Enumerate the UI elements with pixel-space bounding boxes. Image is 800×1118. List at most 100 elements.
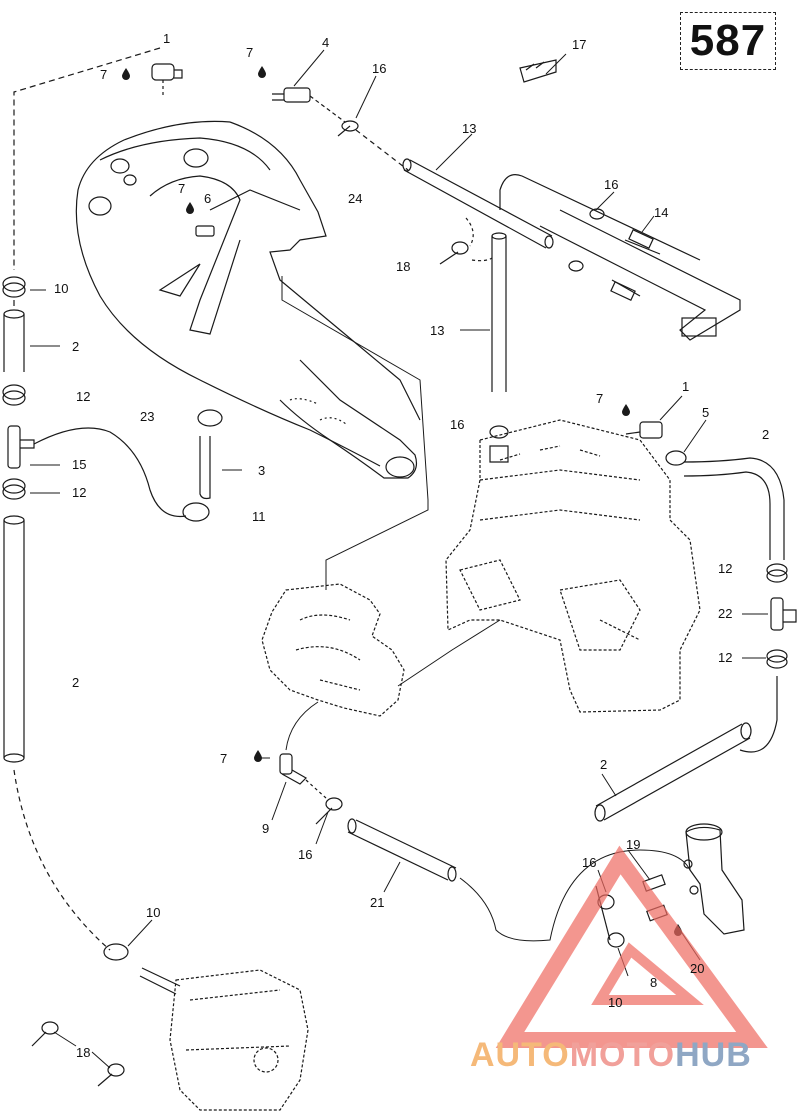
fitting-part-1-engine bbox=[625, 421, 663, 439]
callout-17: 17 bbox=[572, 37, 587, 52]
callout-16: 16 bbox=[450, 417, 465, 432]
callout-16: 16 bbox=[372, 61, 387, 76]
clamp-part-10-bottom bbox=[103, 943, 129, 961]
fitting-part-16-base bbox=[489, 445, 509, 463]
callout-2: 2 bbox=[762, 427, 770, 442]
tee-fitting bbox=[499, 174, 701, 261]
hose-part-2-long bbox=[3, 515, 25, 763]
hose-line-right bbox=[739, 676, 778, 753]
housing-part-24 bbox=[75, 120, 421, 479]
hose-part-3-inner bbox=[199, 436, 211, 500]
callout-11: 11 bbox=[252, 509, 266, 524]
clamp-part-12-right-b bbox=[766, 649, 788, 669]
callout-10: 10 bbox=[54, 281, 69, 296]
hose-part-3 bbox=[33, 427, 187, 518]
callout-8: 8 bbox=[650, 975, 658, 990]
guide-line bbox=[459, 849, 691, 942]
fitting-part-4 bbox=[272, 87, 311, 103]
callout-19: 19 bbox=[626, 837, 641, 852]
clamp-part-16-engine bbox=[489, 425, 509, 439]
pump-housing bbox=[261, 583, 405, 717]
guide-line bbox=[13, 47, 161, 270]
clamp-part-18-top bbox=[439, 217, 493, 265]
elbow-part-9 bbox=[279, 753, 307, 785]
callout-4: 4 bbox=[322, 35, 330, 50]
fitting-bottom bbox=[139, 967, 181, 995]
watermark-logo bbox=[495, 845, 768, 1048]
clamp-part-11 bbox=[182, 502, 210, 522]
guide-line bbox=[13, 769, 111, 951]
callout-7: 7 bbox=[246, 45, 254, 60]
hose-part-2-diagonal bbox=[594, 722, 752, 822]
callout-16: 16 bbox=[582, 855, 597, 870]
callout-10: 10 bbox=[608, 995, 623, 1010]
callout-5: 5 bbox=[702, 405, 710, 420]
engine-block bbox=[445, 419, 701, 713]
callout-14: 14 bbox=[654, 205, 669, 220]
callout-2: 2 bbox=[72, 675, 80, 690]
clamp-part-16-c bbox=[568, 260, 584, 272]
callout-18: 18 bbox=[76, 1045, 91, 1060]
hose-part-21 bbox=[347, 818, 457, 882]
clamp-part-16-mid-tail bbox=[315, 807, 333, 825]
hose-part-2-short bbox=[3, 309, 25, 372]
callout-16: 16 bbox=[298, 847, 313, 862]
watermark-part-auto: AUTO bbox=[470, 1036, 570, 1074]
guide-line bbox=[397, 619, 501, 687]
bracket-part-14 bbox=[539, 209, 741, 341]
guide-line bbox=[281, 276, 429, 590]
callout-18: 18 bbox=[396, 259, 411, 274]
guide-line bbox=[309, 95, 346, 123]
callout-7: 7 bbox=[100, 67, 108, 82]
clamp-part-16-top bbox=[337, 120, 359, 137]
callout-1: 1 bbox=[163, 31, 171, 46]
callout-12: 12 bbox=[718, 561, 733, 576]
hose-part-13-a bbox=[402, 158, 554, 249]
guide-line bbox=[285, 701, 319, 751]
clamp-part-12-b bbox=[2, 478, 26, 500]
clamp-part-23 bbox=[197, 409, 223, 427]
callout-15: 15 bbox=[72, 457, 87, 472]
connector-part-17 bbox=[519, 59, 557, 83]
guide-line bbox=[305, 779, 327, 799]
callout-24: 24 bbox=[348, 191, 363, 206]
leader-lines bbox=[30, 49, 768, 1069]
page-number-box: 587 bbox=[680, 12, 776, 70]
clamp-part-12-a bbox=[2, 384, 26, 406]
watermark-part-moto: MOTO bbox=[569, 1036, 676, 1074]
callout-13: 13 bbox=[462, 121, 477, 136]
clamp-part-16-mid bbox=[325, 797, 343, 811]
page-number: 587 bbox=[689, 16, 767, 65]
callout-7: 7 bbox=[220, 751, 228, 766]
callout-3: 3 bbox=[258, 463, 266, 478]
clamp-part-5 bbox=[665, 450, 687, 466]
callout-23: 23 bbox=[140, 409, 155, 424]
clamp-part-10-top bbox=[2, 276, 26, 298]
watermark-text: AUTOMOTOHUB bbox=[470, 1036, 752, 1075]
callout-13: 13 bbox=[430, 323, 445, 338]
hose-part-2-right bbox=[683, 457, 785, 560]
callout-21: 21 bbox=[370, 895, 385, 910]
hose-part-13-b bbox=[491, 232, 507, 392]
callout-6: 6 bbox=[204, 191, 212, 206]
guide-line bbox=[355, 129, 409, 171]
clamp-part-12-right-a bbox=[766, 563, 788, 583]
callout-9: 9 bbox=[262, 821, 270, 836]
watermark-part-hub: HUB bbox=[675, 1036, 752, 1074]
callout-12: 12 bbox=[76, 389, 91, 404]
callout-12: 12 bbox=[72, 485, 87, 500]
callout-7: 7 bbox=[596, 391, 604, 406]
callout-1: 1 bbox=[682, 379, 690, 394]
callout-7: 7 bbox=[178, 181, 186, 196]
callout-12: 12 bbox=[718, 650, 733, 665]
clamp-part-18-bottom bbox=[31, 1021, 125, 1087]
fitting-part-1 bbox=[151, 63, 183, 96]
callout-16: 16 bbox=[604, 177, 619, 192]
tee-part-22 bbox=[770, 597, 797, 631]
jet-pump-housing bbox=[169, 969, 309, 1111]
callout-2: 2 bbox=[600, 757, 608, 772]
callout-2: 2 bbox=[72, 339, 80, 354]
callout-20: 20 bbox=[690, 961, 705, 976]
